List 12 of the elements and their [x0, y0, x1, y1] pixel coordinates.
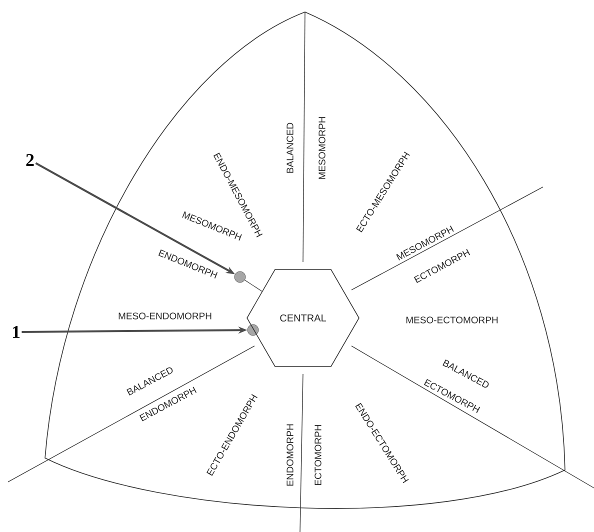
region-label: MESO-ECTOMORPH: [406, 316, 498, 324]
region-label: ECTOMORPH: [314, 424, 322, 485]
point-marker: [234, 271, 246, 283]
region-label: MESO-ENDOMORPH: [118, 312, 212, 320]
region-label: ENDOMORPH: [286, 424, 294, 486]
hexagon: CENTRAL: [246, 269, 360, 367]
callout-number: 2: [26, 154, 34, 166]
callout-number: 1: [12, 326, 20, 338]
point-marker: [247, 324, 259, 336]
region-label: MESOMORPH: [318, 117, 326, 179]
connector-line: [244, 280, 262, 292]
region-label: BALANCED: [286, 122, 294, 173]
